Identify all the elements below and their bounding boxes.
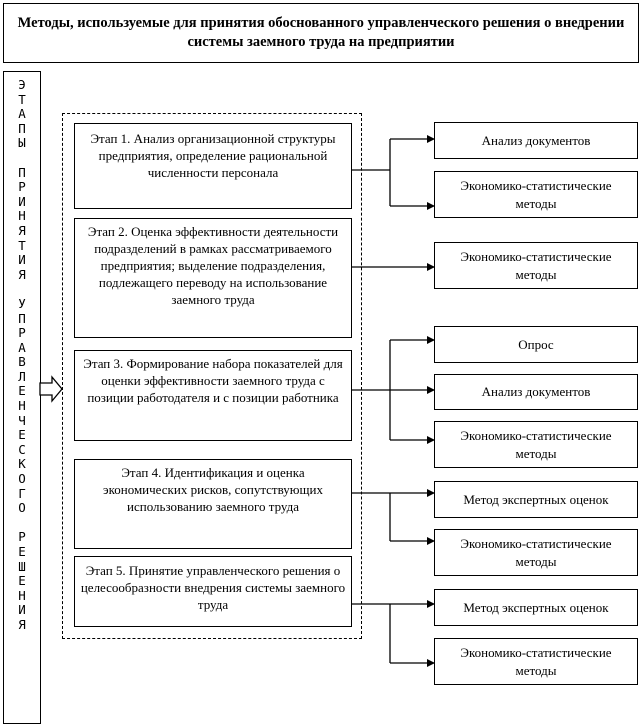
- stage-3-text: Этап 3. Формирование набора показателей …: [83, 356, 343, 405]
- method-text-5: Анализ документов: [481, 384, 591, 399]
- stage-5-box: Этап 5. Принятие управленческого решения…: [74, 556, 352, 627]
- stage-3-box: Этап 3. Формирование набора показателей …: [74, 350, 352, 441]
- method-text-7: Метод экспертных оценок: [463, 491, 609, 507]
- method-box-2: Экономико-статистические методы: [434, 171, 638, 218]
- stage-1-box: Этап 1. Анализ организационной структуры…: [74, 123, 352, 209]
- method-text-4: Опрос: [518, 336, 554, 352]
- stage-2-box: Этап 2. Оценка эффективности деятельност…: [74, 218, 352, 338]
- method-text-6: Экономико-статистические методы: [460, 427, 612, 461]
- method-text-1: Анализ документов: [481, 132, 591, 148]
- stage-4-box: Этап 4. Идентификация и оценка экономиче…: [74, 459, 352, 549]
- diagram-title: Методы, используемые для принятия обосно…: [3, 3, 639, 63]
- method-text-9: Метод экспертных оценок: [463, 599, 609, 615]
- stage-2-text: Этап 2. Оценка эффективности деятельност…: [87, 224, 339, 307]
- method-text-2: Экономико-статистические методы: [460, 177, 612, 211]
- method-box-4: Опрос: [434, 326, 638, 363]
- hollow-arrow-icon: [39, 375, 63, 403]
- side-label-text: Э Т А П Ы П Р И Н Я Т И Я У П Р А В Л Е …: [18, 77, 26, 632]
- stage-1-text: Этап 1. Анализ организационной структуры…: [90, 131, 336, 180]
- method-box-7: Метод экспертных оценок: [434, 481, 638, 518]
- method-text-8: Экономико-статистические методы: [460, 535, 612, 569]
- method-box-5: Анализ документов: [434, 374, 638, 410]
- method-box-1: Анализ документов: [434, 122, 638, 159]
- diagram-title-text: Методы, используемые для принятия обосно…: [17, 15, 625, 50]
- side-label-box: Э Т А П Ы П Р И Н Я Т И Я У П Р А В Л Е …: [3, 71, 41, 724]
- method-box-10: Экономико-статистические методы: [434, 638, 638, 685]
- stage-5-text: Этап 5. Принятие управленческого решения…: [80, 563, 346, 612]
- stages-group: [62, 113, 362, 639]
- method-text-10: Экономико-статистические методы: [460, 644, 612, 678]
- stage-4-text: Этап 4. Идентификация и оценка экономиче…: [103, 465, 323, 514]
- method-text-3: Экономико-статистические методы: [460, 248, 612, 282]
- method-box-9: Метод экспертных оценок: [434, 589, 638, 626]
- method-box-3: Экономико-статистические методы: [434, 242, 638, 289]
- method-box-8: Экономико-статистические методы: [434, 529, 638, 576]
- method-box-6: Экономико-статистические методы: [434, 421, 638, 468]
